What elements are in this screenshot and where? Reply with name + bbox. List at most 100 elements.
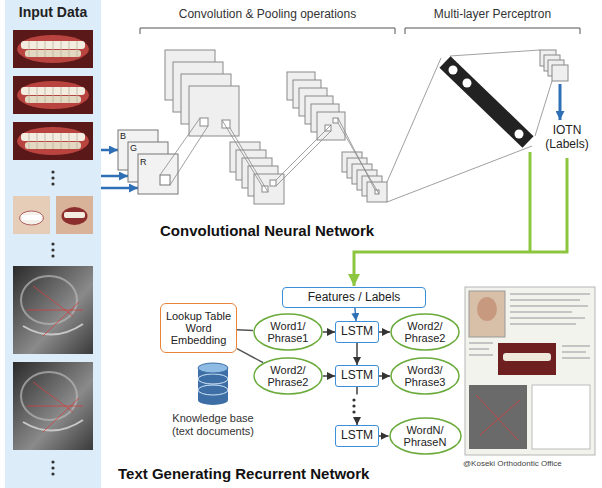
section-label: Convolution & Pooling operations bbox=[140, 8, 395, 22]
network-title: Convolutional Neural Network bbox=[160, 222, 374, 239]
text-line bbox=[562, 351, 586, 353]
feature-maps bbox=[165, 50, 568, 204]
dot bbox=[51, 254, 54, 257]
word-label: Word3/ Phrase3 bbox=[405, 364, 446, 388]
connector bbox=[356, 387, 357, 425]
ellipsis-dots bbox=[352, 398, 355, 413]
embedding-box: Lookup Table Word Embedding bbox=[160, 303, 237, 353]
connector bbox=[323, 331, 335, 332]
dot bbox=[352, 398, 355, 401]
text-line bbox=[510, 299, 580, 301]
connector bbox=[356, 343, 357, 365]
teeth bbox=[64, 212, 85, 218]
lstm-label: LSTM bbox=[341, 369, 373, 382]
text-line bbox=[510, 311, 572, 313]
teeth-photo bbox=[13, 122, 93, 160]
channel-letter: R bbox=[140, 157, 147, 167]
dot bbox=[51, 170, 54, 173]
dot bbox=[352, 404, 355, 407]
connector bbox=[379, 375, 390, 376]
dot bbox=[51, 242, 54, 245]
channel-letter: G bbox=[130, 143, 137, 153]
face-shape bbox=[477, 297, 497, 321]
word-ellipse: Word3/ Phrase3 bbox=[390, 357, 460, 395]
text-line bbox=[510, 317, 585, 319]
receptive-field bbox=[200, 118, 208, 126]
face-skin bbox=[13, 196, 50, 234]
ellipse-shape bbox=[390, 418, 461, 454]
ellipse-shape bbox=[254, 358, 322, 394]
connector bbox=[323, 375, 335, 376]
dot bbox=[51, 248, 54, 251]
report-screenshot bbox=[465, 287, 595, 455]
database-band bbox=[198, 385, 228, 395]
dot bbox=[51, 472, 54, 475]
feature-map bbox=[317, 112, 345, 140]
word-ellipse: WordN/ PhraseN bbox=[389, 417, 462, 455]
input-photos bbox=[5, 0, 101, 488]
ellipse-shape bbox=[391, 314, 459, 350]
face-photo bbox=[13, 196, 50, 234]
box-label: Lookup Table Word Embedding bbox=[165, 310, 232, 346]
connector bbox=[379, 435, 389, 436]
feature-map bbox=[254, 174, 284, 204]
word-label: Word2/ Phrase2 bbox=[405, 320, 446, 344]
lstm-box: LSTM bbox=[335, 425, 379, 447]
network-title: Text Generating Recurrent Network bbox=[118, 465, 369, 482]
dot bbox=[51, 460, 54, 463]
projection-line bbox=[338, 118, 379, 194]
connector bbox=[355, 308, 356, 321]
teeth bbox=[22, 215, 41, 220]
lstm-box: LSTM bbox=[335, 321, 379, 343]
perceptron-bar bbox=[445, 62, 528, 142]
feature-map bbox=[189, 86, 239, 136]
panel-title: Input Data bbox=[19, 5, 87, 20]
neuron bbox=[515, 130, 524, 139]
section-label: Multi-layer Perceptron bbox=[405, 8, 580, 22]
feature-flow bbox=[529, 152, 532, 252]
face-photo bbox=[56, 196, 93, 234]
database-icon bbox=[198, 363, 228, 405]
feature-flow bbox=[354, 158, 567, 286]
word-label: Word1/ Phrase1 bbox=[268, 320, 309, 344]
dot bbox=[51, 176, 54, 179]
teeth-photo bbox=[13, 30, 93, 68]
text-line bbox=[510, 293, 590, 295]
face-skin bbox=[56, 196, 93, 234]
receptive-field bbox=[160, 175, 170, 185]
receptive-field bbox=[270, 180, 276, 186]
output-label: IOTN (Labels) bbox=[536, 124, 598, 152]
lstm-label: LSTM bbox=[341, 429, 373, 442]
neuron bbox=[463, 79, 472, 88]
input-arrow bbox=[101, 187, 138, 190]
teeth-photo bbox=[498, 343, 556, 375]
teeth-photo bbox=[13, 76, 93, 114]
text-line bbox=[510, 323, 576, 325]
xray-photo bbox=[13, 266, 93, 354]
text-line bbox=[469, 342, 493, 344]
word-ellipse: Word2/ Phrase2 bbox=[253, 357, 323, 395]
word-ellipse: Word1/ Phrase1 bbox=[253, 313, 323, 351]
tracing-line bbox=[476, 395, 520, 440]
text-panel bbox=[532, 385, 590, 449]
projection-line bbox=[222, 120, 268, 192]
database-band bbox=[198, 374, 228, 384]
dot bbox=[51, 182, 54, 185]
dot bbox=[51, 466, 54, 469]
bracket bbox=[405, 28, 580, 34]
word-label: Word2/ Phrase2 bbox=[268, 364, 309, 388]
word-ellipse: Word2/ Phrase2 bbox=[390, 313, 460, 351]
text-line bbox=[510, 305, 588, 307]
feature-map bbox=[367, 182, 387, 202]
text-line bbox=[562, 357, 590, 359]
text-line bbox=[469, 348, 489, 350]
text-line bbox=[562, 345, 590, 347]
projection-line bbox=[387, 58, 532, 202]
dot bbox=[352, 410, 355, 413]
connector bbox=[237, 349, 263, 363]
xray-photo bbox=[469, 385, 527, 449]
text-line bbox=[469, 354, 493, 356]
xray-photo bbox=[13, 362, 93, 450]
database-top bbox=[198, 363, 228, 373]
projection-line bbox=[276, 125, 331, 186]
